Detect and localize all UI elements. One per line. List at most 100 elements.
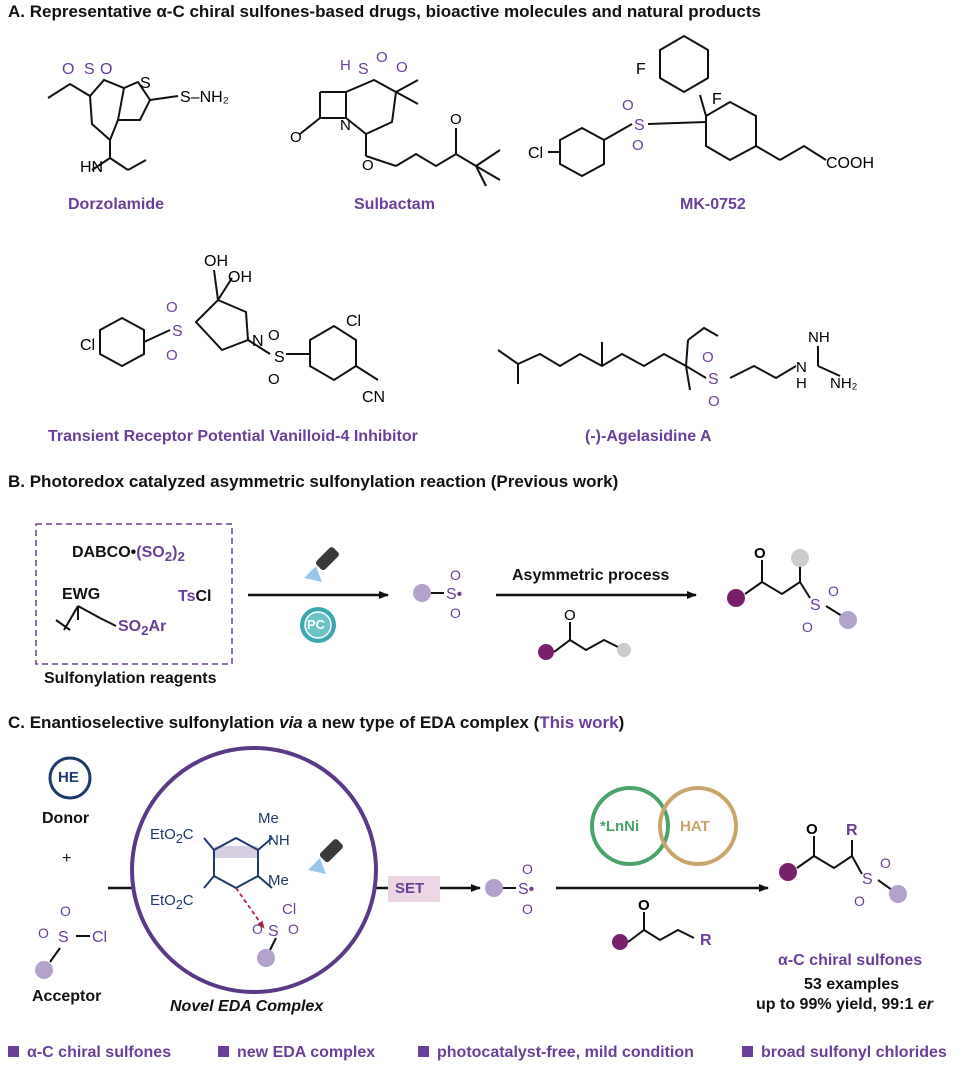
reagents-caption: Sulfonylation reagents — [44, 670, 217, 687]
svg-text:O: O — [828, 583, 839, 599]
compound-name-dorzolamide: Dorzolamide — [68, 196, 165, 213]
svg-text:O: O — [166, 347, 178, 364]
lnni-label: *LnNi — [600, 818, 640, 835]
reagent-tscl: TsCl — [178, 588, 212, 605]
svg-text:O: O — [288, 921, 299, 937]
r-group-enone: R — [700, 932, 712, 949]
svg-text:S: S — [708, 371, 719, 388]
svg-text:O: O — [522, 901, 533, 917]
he-label: HE — [58, 769, 79, 786]
bullet-sulfonyl-chlorides: broad sulfonyl chlorides — [742, 1044, 947, 1062]
svg-text:S: S — [58, 929, 69, 946]
reagents-box — [35, 523, 233, 665]
svg-text:Cl: Cl — [80, 337, 95, 354]
svg-text:S•: S• — [446, 586, 462, 603]
bullet-square-icon — [218, 1046, 229, 1057]
svg-text:O: O — [396, 59, 408, 76]
yield-text: up to 99% yield, 99:1 er — [756, 996, 933, 1013]
reagent-dabco: DABCO•(SO2)2 — [72, 544, 185, 565]
trpv4-structure — [99, 269, 379, 382]
svg-text:O: O — [362, 157, 374, 174]
me-label-top: Me — [258, 810, 279, 827]
bullet-square-icon — [742, 1046, 753, 1057]
svg-text:O: O — [632, 137, 644, 154]
section-a-title: A. Representative α-C chiral sulfones-ba… — [8, 2, 761, 21]
reagent-ewg: EWG — [62, 586, 101, 603]
bullet-square-icon — [8, 1046, 19, 1057]
svg-text:O: O — [802, 619, 813, 635]
svg-text:S: S — [862, 871, 873, 888]
svg-text:S: S — [274, 349, 285, 366]
svg-text:O: O — [450, 111, 462, 128]
svg-text:O: O — [806, 821, 818, 838]
svg-text:COOH: COOH — [826, 155, 874, 172]
svg-text:O: O — [880, 855, 891, 871]
svg-text:HN: HN — [80, 159, 103, 176]
svg-text:O: O — [450, 605, 461, 621]
svg-text:Cl: Cl — [92, 929, 107, 946]
agelasidine-structure — [497, 326, 841, 391]
compound-name-sulbactam: Sulbactam — [354, 196, 435, 213]
svg-text:O: O — [252, 921, 263, 937]
svg-text:OH: OH — [228, 269, 252, 286]
svg-text:O: O — [166, 299, 178, 316]
svg-text:F: F — [636, 61, 646, 78]
svg-text:N: N — [340, 117, 351, 134]
donor-label: Donor — [42, 810, 90, 827]
svg-text:OH: OH — [204, 253, 228, 270]
svg-text:Cl: Cl — [282, 901, 296, 918]
svg-text:CN: CN — [362, 389, 385, 406]
bullet-eda-complex: new EDA complex — [218, 1044, 375, 1062]
svg-text:O: O — [522, 861, 533, 877]
svg-text:O: O — [60, 903, 71, 919]
eto2c-label-bottom: EtO2C — [150, 892, 194, 912]
pc-label: PC — [307, 617, 326, 632]
svg-text:O: O — [450, 567, 461, 583]
acceptor-label: Acceptor — [32, 988, 102, 1005]
svg-text:O: O — [564, 607, 576, 624]
svg-text:S–NH₂: S–NH₂ — [180, 89, 229, 106]
svg-text:O: O — [638, 897, 650, 914]
svg-text:S: S — [358, 61, 369, 78]
eda-caption: Novel EDA Complex — [170, 998, 324, 1015]
svg-text:Cl: Cl — [346, 313, 361, 330]
svg-text:NH: NH — [808, 329, 830, 346]
mk0752-structure — [548, 34, 827, 178]
svg-text:F: F — [712, 91, 722, 108]
nh-label: NH — [268, 832, 290, 849]
me-label-bottom: Me — [268, 872, 289, 889]
svg-text:O: O — [702, 349, 714, 366]
svg-text:S: S — [140, 75, 151, 92]
compound-name-agelasidine: (-)-Agelasidine A — [585, 428, 712, 445]
eto2c-label-top: EtO2C — [150, 826, 194, 846]
set-label: SET — [395, 880, 425, 897]
svg-text:O: O — [38, 925, 49, 941]
product-caption: α-C chiral sulfones — [778, 952, 923, 969]
svg-text:O: O — [708, 393, 720, 410]
section-c-title: C. Enantioselective sulfonylation via a … — [8, 713, 625, 732]
asymmetric-process-label: Asymmetric process — [512, 567, 670, 584]
reagent-so2ar: SO2Ar — [118, 618, 167, 639]
svg-text:N: N — [252, 333, 264, 350]
svg-text:O: O — [268, 371, 280, 388]
plus-sign: + — [62, 850, 72, 867]
svg-text:S: S — [268, 923, 279, 940]
examples-count: 53 examples — [804, 976, 900, 993]
bullet-square-icon — [418, 1046, 429, 1057]
svg-text:O: O — [854, 893, 865, 909]
svg-text:H: H — [340, 57, 351, 74]
svg-text:H: H — [796, 375, 807, 392]
svg-text:O: O — [376, 49, 388, 66]
dorzolamide-structure — [47, 78, 179, 171]
svg-text:O: O — [100, 61, 112, 78]
compound-name-trpv4: Transient Receptor Potential Vanilloid-4… — [48, 428, 418, 445]
svg-text:O: O — [290, 129, 302, 146]
svg-text:NH₂: NH₂ — [830, 375, 858, 392]
svg-text:O: O — [62, 61, 74, 78]
set-box — [388, 876, 440, 902]
r-group-product: R — [846, 822, 858, 839]
bullet-chiral-sulfones: α-C chiral sulfones — [8, 1044, 171, 1062]
compound-name-mk0752: MK-0752 — [680, 196, 746, 213]
